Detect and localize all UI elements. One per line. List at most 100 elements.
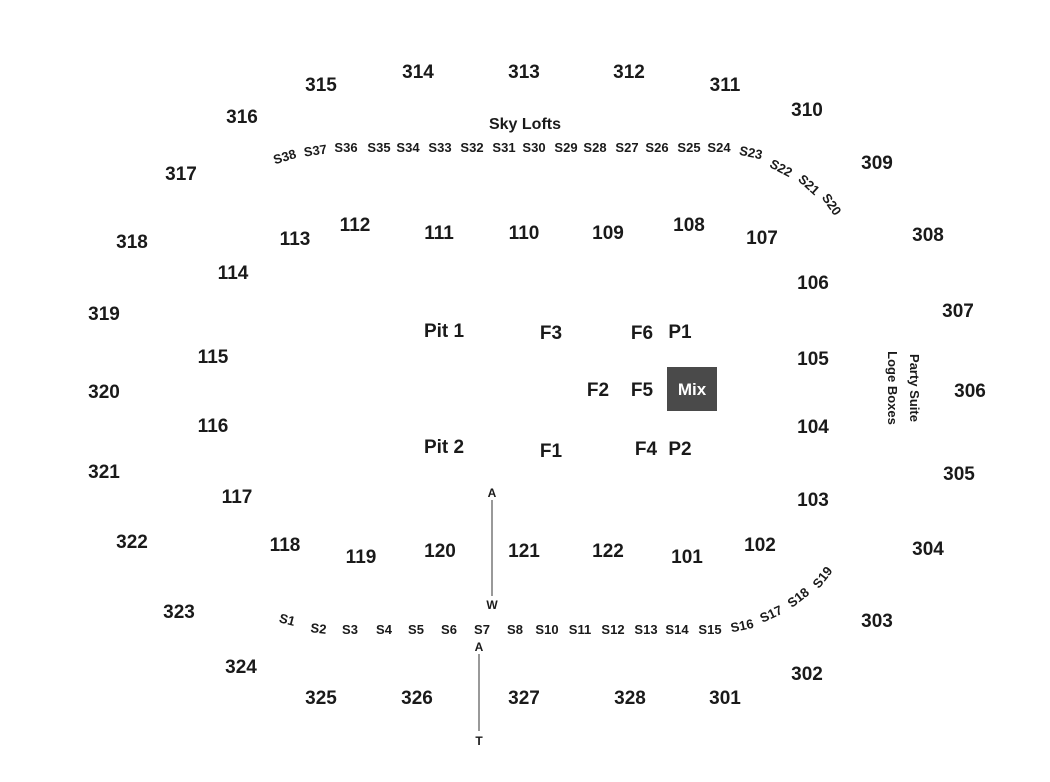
section-306[interactable]: 306 (954, 381, 986, 402)
section-303[interactable]: 303 (861, 611, 893, 632)
section-p2[interactable]: P2 (668, 439, 691, 460)
section-307[interactable]: 307 (942, 301, 974, 322)
suite-s26[interactable]: S26 (645, 140, 668, 155)
section-114[interactable]: 114 (218, 263, 249, 284)
suite-s16[interactable]: S16 (729, 616, 755, 635)
suite-s23[interactable]: S23 (738, 143, 764, 162)
suite-s22[interactable]: S22 (767, 156, 794, 180)
suite-s3[interactable]: S3 (342, 622, 358, 637)
suite-s34[interactable]: S34 (396, 140, 420, 155)
suites-top: S38 S37 S36 S35 S34 S33 S32 S31 S30 S29 … (271, 140, 844, 218)
suite-s4[interactable]: S4 (376, 622, 393, 637)
section-103[interactable]: 103 (797, 490, 829, 511)
section-116[interactable]: 116 (198, 416, 229, 437)
section-317[interactable]: 317 (165, 164, 197, 185)
section-120[interactable]: 120 (424, 541, 456, 562)
section-111[interactable]: 111 (424, 223, 454, 244)
suite-s30[interactable]: S30 (522, 140, 545, 155)
section-326[interactable]: 326 (401, 688, 433, 709)
suite-s17[interactable]: S17 (757, 602, 784, 625)
section-315[interactable]: 315 (305, 75, 337, 96)
section-f3[interactable]: F3 (540, 323, 562, 344)
suite-s5[interactable]: S5 (408, 622, 424, 637)
section-f5[interactable]: F5 (631, 380, 654, 401)
section-115[interactable]: 115 (198, 347, 229, 368)
suite-s14[interactable]: S14 (665, 622, 689, 637)
section-304[interactable]: 304 (912, 539, 944, 560)
section-309[interactable]: 309 (861, 153, 893, 174)
section-118[interactable]: 118 (270, 535, 301, 556)
suite-s29[interactable]: S29 (554, 140, 577, 155)
suite-s18[interactable]: S18 (784, 584, 811, 610)
section-321[interactable]: 321 (88, 462, 120, 483)
suite-s19[interactable]: S19 (809, 563, 835, 590)
suite-s1[interactable]: S1 (278, 610, 297, 629)
section-110[interactable]: 110 (509, 223, 540, 244)
suite-s36[interactable]: S36 (334, 140, 357, 155)
suite-s8[interactable]: S8 (507, 622, 523, 637)
section-109[interactable]: 109 (592, 223, 624, 244)
section-328[interactable]: 328 (614, 688, 646, 709)
suite-s38[interactable]: S38 (271, 146, 298, 167)
floor-level: Pit 1 Pit 2 F1 F2 F3 F4 F5 F6 P1 P2 Mix (424, 321, 717, 462)
section-pit-2[interactable]: Pit 2 (424, 437, 464, 458)
section-322[interactable]: 322 (116, 532, 148, 553)
section-308[interactable]: 308 (912, 225, 944, 246)
section-113[interactable]: 113 (280, 229, 311, 250)
suite-s32[interactable]: S32 (460, 140, 483, 155)
suite-s11[interactable]: S11 (569, 622, 591, 637)
section-121[interactable]: 121 (508, 541, 540, 562)
section-f2[interactable]: F2 (587, 380, 609, 401)
section-106[interactable]: 106 (797, 273, 829, 294)
section-122[interactable]: 122 (592, 541, 624, 562)
section-311[interactable]: 311 (710, 75, 741, 96)
suite-s7[interactable]: S7 (474, 622, 490, 637)
section-105[interactable]: 105 (797, 349, 829, 370)
section-107[interactable]: 107 (746, 228, 778, 249)
suite-s12[interactable]: S12 (601, 622, 624, 637)
section-102[interactable]: 102 (744, 535, 776, 556)
section-117[interactable]: 117 (222, 487, 253, 508)
section-104[interactable]: 104 (797, 417, 829, 438)
suite-s13[interactable]: S13 (634, 622, 657, 637)
suite-s25[interactable]: S25 (677, 140, 700, 155)
section-pit-1[interactable]: Pit 1 (424, 321, 465, 342)
section-312[interactable]: 312 (613, 62, 645, 83)
section-320[interactable]: 320 (88, 382, 120, 403)
suite-s31[interactable]: S31 (492, 140, 515, 155)
suite-s15[interactable]: S15 (698, 622, 721, 637)
section-f6[interactable]: F6 (631, 323, 653, 344)
suite-s21[interactable]: S21 (795, 171, 822, 198)
suite-s20[interactable]: S20 (819, 191, 845, 219)
section-310[interactable]: 310 (791, 100, 823, 121)
section-108[interactable]: 108 (673, 215, 705, 236)
suite-s37[interactable]: S37 (303, 142, 328, 160)
suite-s2[interactable]: S2 (310, 620, 327, 637)
lower-level: 101 102 103 104 105 106 107 108 109 110 … (198, 215, 830, 568)
suite-s6[interactable]: S6 (441, 622, 457, 637)
suite-s24[interactable]: S24 (707, 140, 731, 155)
section-p1[interactable]: P1 (668, 322, 692, 343)
section-101[interactable]: 101 (671, 547, 703, 568)
section-319[interactable]: 319 (88, 304, 120, 325)
section-318[interactable]: 318 (116, 232, 148, 253)
section-325[interactable]: 325 (305, 688, 337, 709)
suite-s10[interactable]: S10 (535, 622, 558, 637)
section-f4[interactable]: F4 (635, 439, 658, 460)
section-314[interactable]: 314 (402, 62, 434, 83)
suite-s35[interactable]: S35 (367, 140, 390, 155)
section-301[interactable]: 301 (709, 688, 741, 709)
section-313[interactable]: 313 (508, 62, 540, 83)
section-316[interactable]: 316 (226, 107, 258, 128)
suite-s33[interactable]: S33 (428, 140, 451, 155)
section-305[interactable]: 305 (943, 464, 975, 485)
section-323[interactable]: 323 (163, 602, 195, 623)
section-302[interactable]: 302 (791, 664, 823, 685)
section-119[interactable]: 119 (346, 547, 377, 568)
section-327[interactable]: 327 (508, 688, 540, 709)
section-324[interactable]: 324 (225, 657, 257, 678)
suite-s28[interactable]: S28 (583, 140, 606, 155)
section-f1[interactable]: F1 (540, 441, 563, 462)
suite-s27[interactable]: S27 (615, 140, 638, 155)
section-112[interactable]: 112 (340, 215, 371, 236)
